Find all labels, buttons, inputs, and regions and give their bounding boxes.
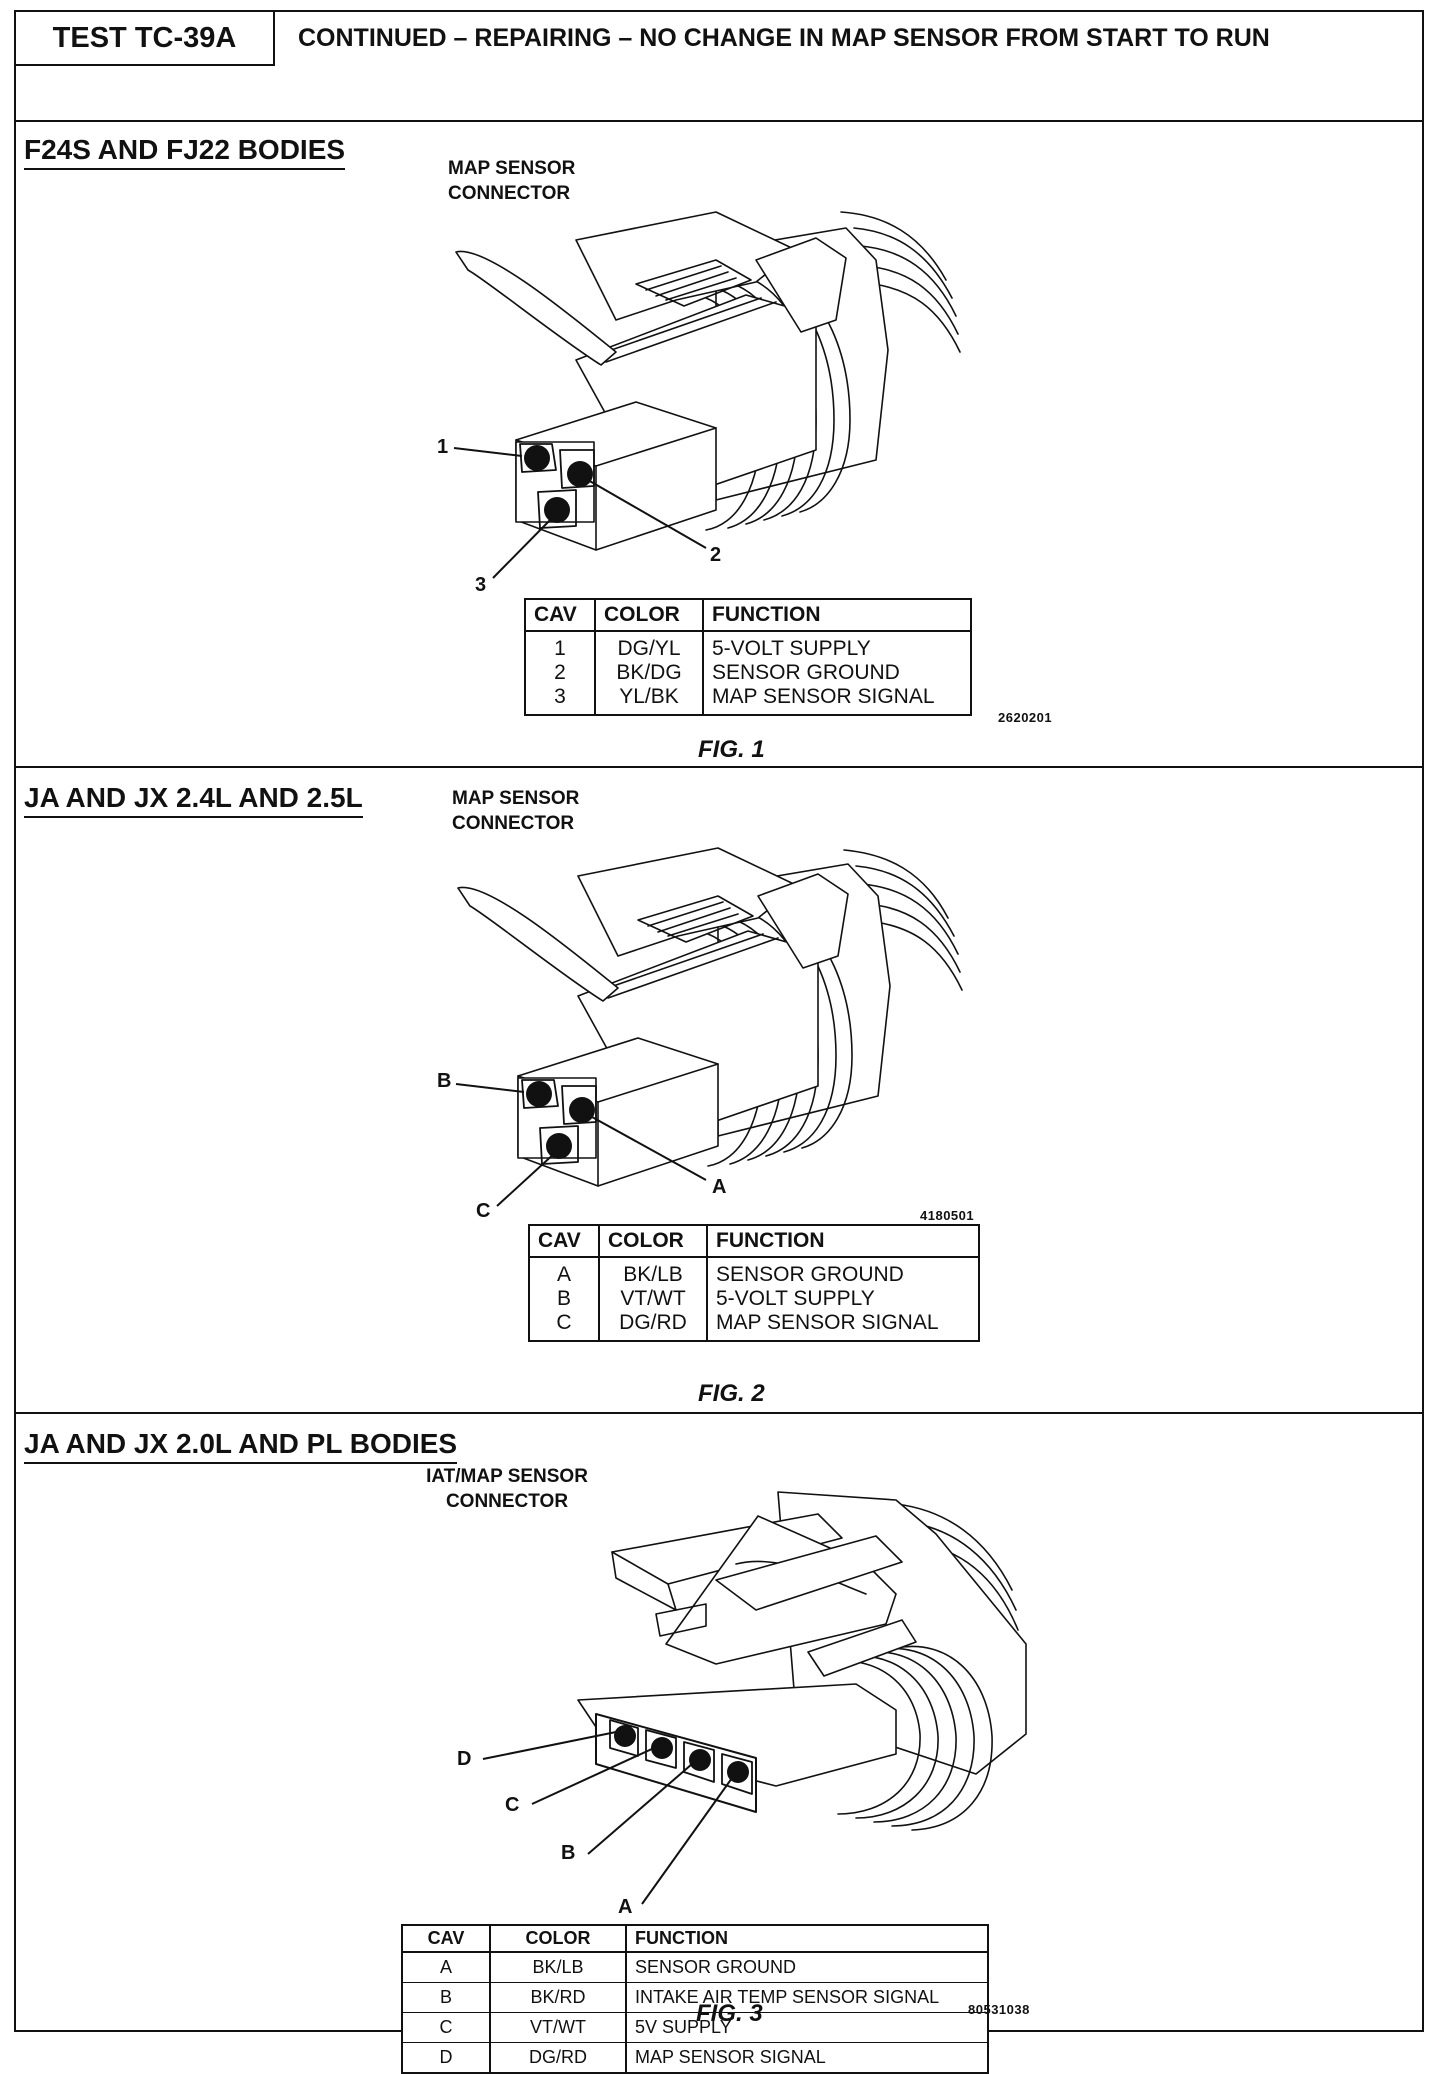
table-row: A BK/LB SENSOR GROUND xyxy=(402,1951,988,1983)
pin-label-a: A xyxy=(712,1176,727,1198)
section-title: JA AND JX 2.4L AND 2.5L xyxy=(24,782,363,818)
pin-label-1: 1 xyxy=(437,436,449,458)
figure-ref-number: 80531038 xyxy=(968,2002,1030,2017)
map-sensor-connector-drawing xyxy=(455,847,963,1207)
section-title: F24S AND FJ22 BODIES xyxy=(24,134,346,170)
cavity-table: CAV COLOR FUNCTION A BK/LB SENSOR GROUND… xyxy=(401,1924,989,2074)
page-frame: TEST TC-39A CONTINUED – REPAIRING – NO C… xyxy=(14,10,1424,2074)
table-row: 1 DG/YL 5-VOLT SUPPLY xyxy=(525,631,971,661)
connector-label: MAP SENSOR CONNECTOR xyxy=(452,788,580,834)
test-id-box: TEST TC-39A xyxy=(16,12,275,66)
pin-label-c: C xyxy=(505,1794,520,1816)
page-header: TEST TC-39A CONTINUED – REPAIRING – NO C… xyxy=(16,12,1422,122)
table-row: 3 YL/BK MAP SENSOR SIGNAL xyxy=(525,685,971,715)
table-row: B BK/RD INTAKE AIR TEMP SENSOR SIGNAL xyxy=(402,1982,988,2013)
connector-label: IAT/MAP SENSOR CONNECTOR xyxy=(426,1466,588,1512)
table-row: C DG/RD MAP SENSOR SIGNAL xyxy=(529,1311,979,1341)
section-ja-jx-24-25: JA AND JX 2.4L AND 2.5L MAP SENSOR CONNE… xyxy=(16,768,1422,1414)
table-row: D DG/RD MAP SENSOR SIGNAL xyxy=(402,2042,988,2073)
pin-label-2: 2 xyxy=(710,544,722,566)
table-row: B VT/WT 5-VOLT SUPPLY xyxy=(529,1287,979,1311)
pin-label-c: C xyxy=(476,1200,491,1222)
connector-label: MAP SENSOR CONNECTOR xyxy=(448,158,576,204)
figure-ref-number: 4180501 xyxy=(920,1208,975,1223)
pin-label-b: B xyxy=(561,1842,576,1864)
pin-label-d: D xyxy=(457,1748,472,1770)
test-title: CONTINUED – REPAIRING – NO CHANGE IN MAP… xyxy=(298,24,1270,52)
section-ja-jx-20-pl: JA AND JX 2.0L AND PL BODIES IAT/MAP SEN… xyxy=(16,1414,1422,2074)
pin-label-a: A xyxy=(618,1896,633,1918)
figure-caption: FIG. 1 xyxy=(698,736,765,763)
figure-caption: FIG. 2 xyxy=(698,1380,765,1407)
pin-label-3: 3 xyxy=(475,574,487,596)
section-title: JA AND JX 2.0L AND PL BODIES xyxy=(24,1428,458,1464)
table-row: C VT/WT 5V SUPPLY xyxy=(402,2012,988,2043)
cavity-table: CAV COLOR FUNCTION 1 DG/YL 5-VOLT SUPPLY… xyxy=(524,598,972,716)
figure-ref-number: 2620201 xyxy=(998,710,1053,725)
table-row: A BK/LB SENSOR GROUND xyxy=(529,1257,979,1287)
cavity-table: CAV COLOR FUNCTION A BK/LB SENSOR GROUND… xyxy=(528,1224,980,1342)
figure-caption: FIG. 3 xyxy=(696,2000,763,2027)
iat-map-sensor-connector-drawing xyxy=(482,1491,1027,1905)
section-f24s-fj22: F24S AND FJ22 BODIES MAP SENSOR CONNECTO… xyxy=(16,120,1422,768)
map-sensor-connector-drawing xyxy=(453,211,961,579)
pin-label-b: B xyxy=(437,1070,452,1092)
table-row: 2 BK/DG SENSOR GROUND xyxy=(525,661,971,685)
